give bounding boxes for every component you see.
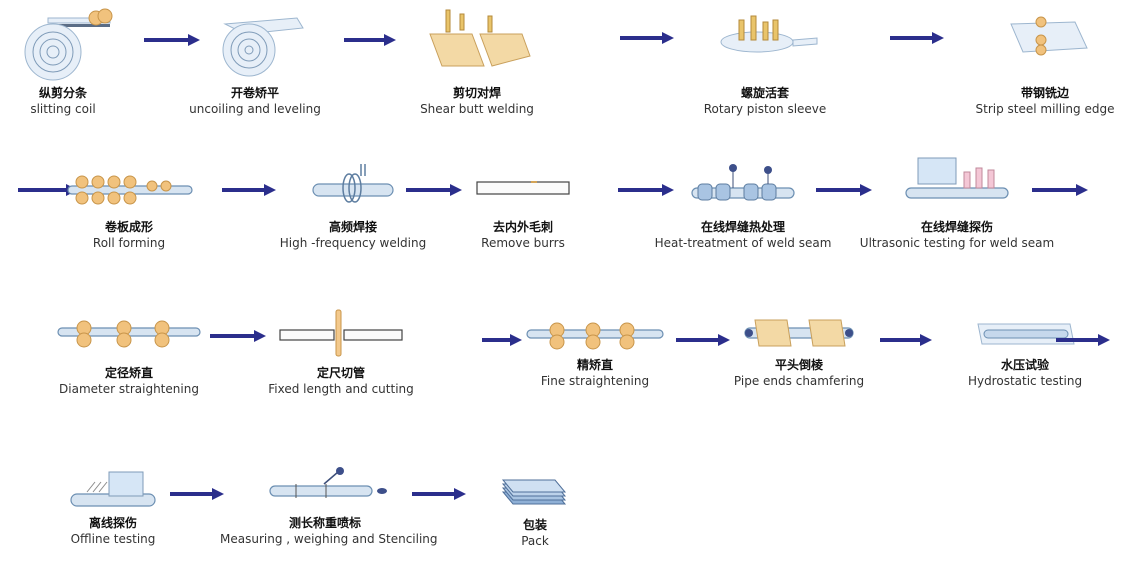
flow-arrow <box>890 32 944 44</box>
step-title-zh: 平头倒棱 <box>774 358 823 372</box>
step-title-zh: 在线焊缝热处理 <box>700 220 785 234</box>
step-title-en: Fixed length and cutting <box>268 382 414 396</box>
step-title-en: Fine straightening <box>540 374 650 388</box>
offline-testing-icon <box>70 471 156 507</box>
process-step: 水压试验 Hydrostatic testing <box>920 312 1130 389</box>
flow-arrow <box>618 184 674 196</box>
fine-straightening-icon <box>526 322 664 350</box>
flow-arrow <box>1032 184 1088 196</box>
flow-arrow <box>816 184 872 196</box>
process-step: 剪切对焊 Shear butt welding <box>372 4 582 117</box>
hf-welding-icon <box>312 164 394 203</box>
process-step: 螺旋活套 Rotary piston sleeve <box>660 4 870 117</box>
step-title-en: High -frequency welding <box>279 236 427 250</box>
flow-arrow <box>482 334 522 346</box>
flow-arrow <box>144 34 200 46</box>
step-title-zh: 测长称重喷标 <box>288 516 361 530</box>
step-title-zh: 去内外毛刺 <box>492 220 553 234</box>
flow-arrow <box>412 488 466 500</box>
butt-welding-icon <box>429 9 531 67</box>
step-title-en: Remove burrs <box>481 236 565 250</box>
step-title-en: Ultrasonic testing for weld seam <box>859 236 1055 250</box>
remove-burrs-icon <box>476 181 570 195</box>
step-title-zh: 剪切对焊 <box>452 86 501 100</box>
step-title-en: slitting coil <box>30 102 96 116</box>
process-step: 纵剪分条 slitting coil <box>0 4 168 117</box>
step-title-zh: 在线焊缝探伤 <box>920 220 993 234</box>
step-title-zh: 带钢铣边 <box>1020 86 1069 100</box>
process-step: 精矫直 Fine straightening <box>490 312 700 389</box>
flow-arrow <box>210 330 266 342</box>
diameter-straightening-icon <box>57 320 201 348</box>
pack-icon <box>501 479 567 505</box>
step-title-zh: 开卷矫平 <box>230 86 279 100</box>
step-title-zh: 定径矫直 <box>104 366 153 380</box>
step-title-zh: 定尺切管 <box>316 366 365 380</box>
cutting-icon <box>279 309 403 357</box>
step-title-zh: 水压试验 <box>1000 358 1049 372</box>
flow-arrow <box>1056 334 1110 346</box>
roll-forming-icon <box>67 175 193 205</box>
slitting-coil-icon <box>24 8 113 81</box>
step-title-zh: 高频焊接 <box>328 220 377 234</box>
measuring-stenciling-icon <box>269 467 387 498</box>
step-title-zh: 卷板成形 <box>104 220 153 234</box>
heat-treatment-icon <box>691 164 795 201</box>
process-step: 离线探伤 Offline testing <box>8 466 218 547</box>
process-step: 高频焊接 High -frequency welding <box>248 160 458 251</box>
process-step: 在线焊缝探伤 Ultrasonic testing for weld seam <box>852 152 1062 251</box>
step-title-zh: 螺旋活套 <box>740 86 789 100</box>
step-title-zh: 包装 <box>522 518 547 532</box>
step-title-en: Rotary piston sleeve <box>703 102 827 116</box>
process-step: 卷板成形 Roll forming <box>24 160 234 251</box>
step-title-en: Measuring , weighing and Stenciling <box>220 532 438 546</box>
step-title-en: Heat-treatment of weld seam <box>654 236 832 250</box>
process-step: 定径矫直 Diameter straightening <box>24 306 234 397</box>
flow-arrow <box>676 334 730 346</box>
process-step: 在线焊缝热处理 Heat-treatment of weld seam <box>638 160 848 251</box>
step-title-en: Offline testing <box>70 532 156 546</box>
process-step: 去内外毛刺 Remove burrs <box>418 160 628 251</box>
chamfering-icon <box>744 319 854 347</box>
uncoiling-icon <box>222 17 304 77</box>
process-step: 带钢铣边 Strip steel milling edge <box>940 4 1130 117</box>
flow-arrow <box>406 184 462 196</box>
rotary-sleeve-icon <box>720 15 818 53</box>
hydrostatic-testing-icon <box>977 323 1075 345</box>
step-title-en: Pack <box>521 534 549 548</box>
process-step: 定尺切管 Fixed length and cutting <box>236 306 446 397</box>
milling-edge-icon <box>1010 16 1088 56</box>
process-step: 开卷矫平 uncoiling and leveling <box>150 4 360 117</box>
step-title-en: Roll forming <box>92 236 166 250</box>
step-title-en: Shear butt welding <box>420 102 534 116</box>
process-step: 平头倒棱 Pipe ends chamfering <box>694 312 904 389</box>
flow-arrow <box>222 184 276 196</box>
step-title-en: uncoiling and leveling <box>189 102 321 116</box>
ultrasonic-testing-icon <box>905 157 1009 199</box>
flow-arrow <box>170 488 224 500</box>
process-step: 包装 Pack <box>430 470 640 549</box>
step-title-en: Strip steel milling edge <box>975 102 1115 116</box>
step-title-zh: 精矫直 <box>576 358 613 372</box>
step-title-en: Hydrostatic testing <box>967 374 1083 388</box>
flow-arrow <box>620 32 674 44</box>
step-title-zh: 纵剪分条 <box>38 86 87 100</box>
flow-arrow <box>880 334 932 346</box>
step-title-zh: 离线探伤 <box>88 516 137 530</box>
step-title-en: Diameter straightening <box>59 382 199 396</box>
flow-arrow <box>344 34 396 46</box>
step-title-en: Pipe ends chamfering <box>733 374 865 388</box>
process-step: 测长称重喷标 Measuring , weighing and Stencili… <box>220 466 438 547</box>
